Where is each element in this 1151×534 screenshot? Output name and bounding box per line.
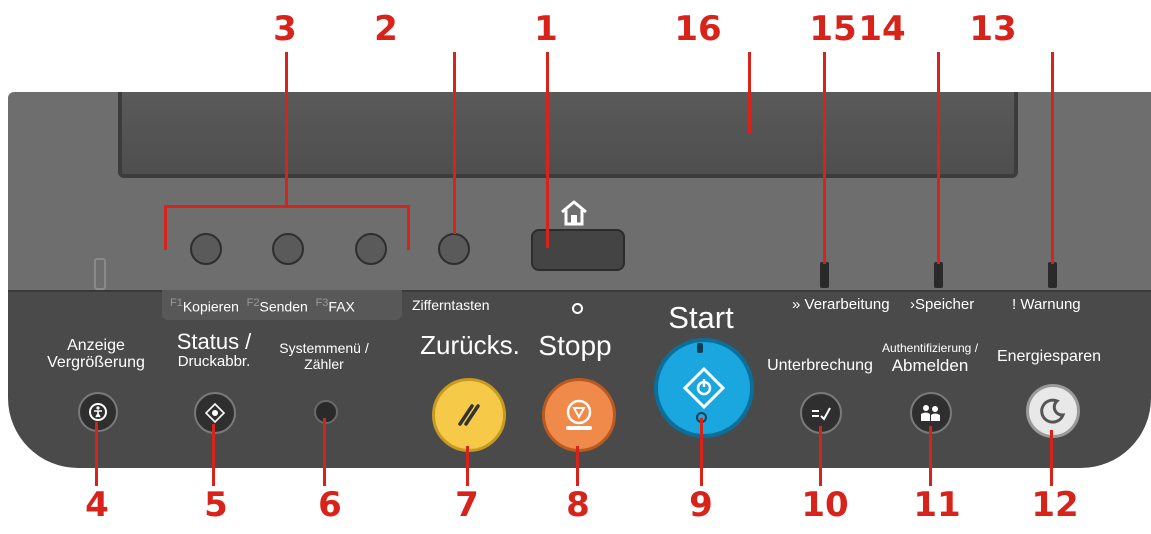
callout-line-9	[700, 418, 703, 486]
warning-label: ! Warnung	[1012, 296, 1081, 313]
callout-10: 10	[801, 485, 849, 525]
callout-15: 15	[809, 9, 857, 49]
status-label: Status / Druckabbr.	[176, 329, 252, 370]
energy-saver-button[interactable]	[1026, 384, 1080, 438]
unterbrechung-label: Unterbrechung	[767, 357, 873, 374]
system-label: Systemmenü / Zähler	[279, 340, 369, 372]
callout-9: 9	[689, 485, 713, 525]
callout-3: 3	[273, 9, 297, 49]
start-button[interactable]	[654, 338, 754, 438]
interrupt-icon	[812, 407, 831, 421]
anzeige-label: Anzeige Vergrößerung	[47, 337, 145, 371]
callout-14: 14	[858, 9, 906, 49]
callout-line-16	[748, 52, 751, 134]
start-label: Start	[668, 300, 734, 335]
function-key-label-strip	[162, 290, 402, 320]
callout-13: 13	[969, 9, 1017, 49]
callout-5: 5	[204, 485, 228, 525]
fax-label: FAX	[328, 298, 355, 315]
callout-line-12	[1050, 430, 1053, 486]
f3-label: F3	[315, 297, 329, 309]
callout-7: 7	[455, 485, 479, 525]
memory-led	[934, 262, 943, 288]
f2-label: F2	[246, 297, 260, 309]
energiesparen-label: Energiesparen	[996, 348, 1102, 365]
interrupt-button[interactable]	[800, 392, 842, 434]
callout-line-14	[937, 52, 940, 264]
callout-6: 6	[318, 485, 342, 525]
callout-line-2	[453, 52, 456, 234]
power-moon-icon	[1040, 398, 1066, 424]
start-diamond-icon	[682, 366, 726, 410]
warning-led	[1048, 262, 1057, 288]
status-button[interactable]	[194, 392, 236, 434]
kopieren-label: Kopieren	[182, 298, 239, 315]
callout-16: 16	[674, 9, 722, 49]
function-key-labels: F1Kopieren F2Senden F3FAX	[170, 297, 355, 315]
callout-1: 1	[534, 9, 558, 49]
callout-line-1	[546, 52, 549, 248]
callout-bracket-3	[164, 205, 410, 250]
callout-line-10	[819, 426, 822, 486]
function-key-f3[interactable]	[355, 233, 387, 265]
accessibility-button[interactable]	[78, 392, 118, 432]
callout-line-8	[576, 446, 579, 486]
callout-line-13	[1051, 52, 1054, 264]
warning-exclamation-icon: !	[1012, 296, 1017, 313]
callout-line-3	[285, 52, 288, 206]
processing-chevron-icon: »	[792, 296, 801, 313]
stop-button[interactable]	[542, 378, 616, 452]
processing-led	[820, 262, 829, 288]
senden-label: Senden	[259, 298, 308, 315]
callout-4: 4	[85, 485, 109, 525]
reset-button[interactable]	[432, 378, 506, 452]
zifferntasten-key[interactable]	[438, 233, 470, 265]
reset-slash-icon	[458, 404, 480, 426]
start-led	[697, 343, 703, 353]
callout-line-11	[929, 426, 932, 486]
zifferntasten-label: Zifferntasten	[412, 297, 490, 313]
panel-slot	[94, 258, 106, 290]
accessibility-icon	[89, 403, 107, 421]
function-key-f2[interactable]	[272, 233, 304, 265]
callout-12: 12	[1031, 485, 1079, 525]
system-menu-button[interactable]	[314, 400, 338, 424]
f1-label: F1	[170, 297, 183, 309]
callout-2: 2	[374, 9, 398, 49]
status-eye-icon	[204, 402, 226, 424]
function-key-f1[interactable]	[190, 233, 222, 265]
user-group-icon	[921, 405, 940, 421]
callout-line-4	[95, 422, 98, 486]
callout-11: 11	[913, 485, 961, 525]
zuruecks-label: Zurücks.	[420, 330, 520, 360]
callout-line-5	[212, 424, 215, 486]
memory-chevron-icon: ›	[910, 296, 915, 313]
callout-8: 8	[566, 485, 590, 525]
stop-icon	[566, 399, 592, 430]
callout-line-7	[466, 446, 469, 486]
auth-label: Authentifizierung / Abmelden	[881, 341, 979, 375]
stop-indicator-dot	[572, 303, 583, 314]
stopp-label: Stopp	[538, 330, 612, 361]
home-icon	[561, 200, 587, 226]
processing-label: » Verarbeitung	[792, 296, 890, 313]
callout-line-15	[823, 52, 826, 264]
touch-screen[interactable]	[118, 92, 1018, 178]
callout-line-6	[323, 418, 326, 486]
memory-label: ›Speicher	[910, 296, 975, 313]
